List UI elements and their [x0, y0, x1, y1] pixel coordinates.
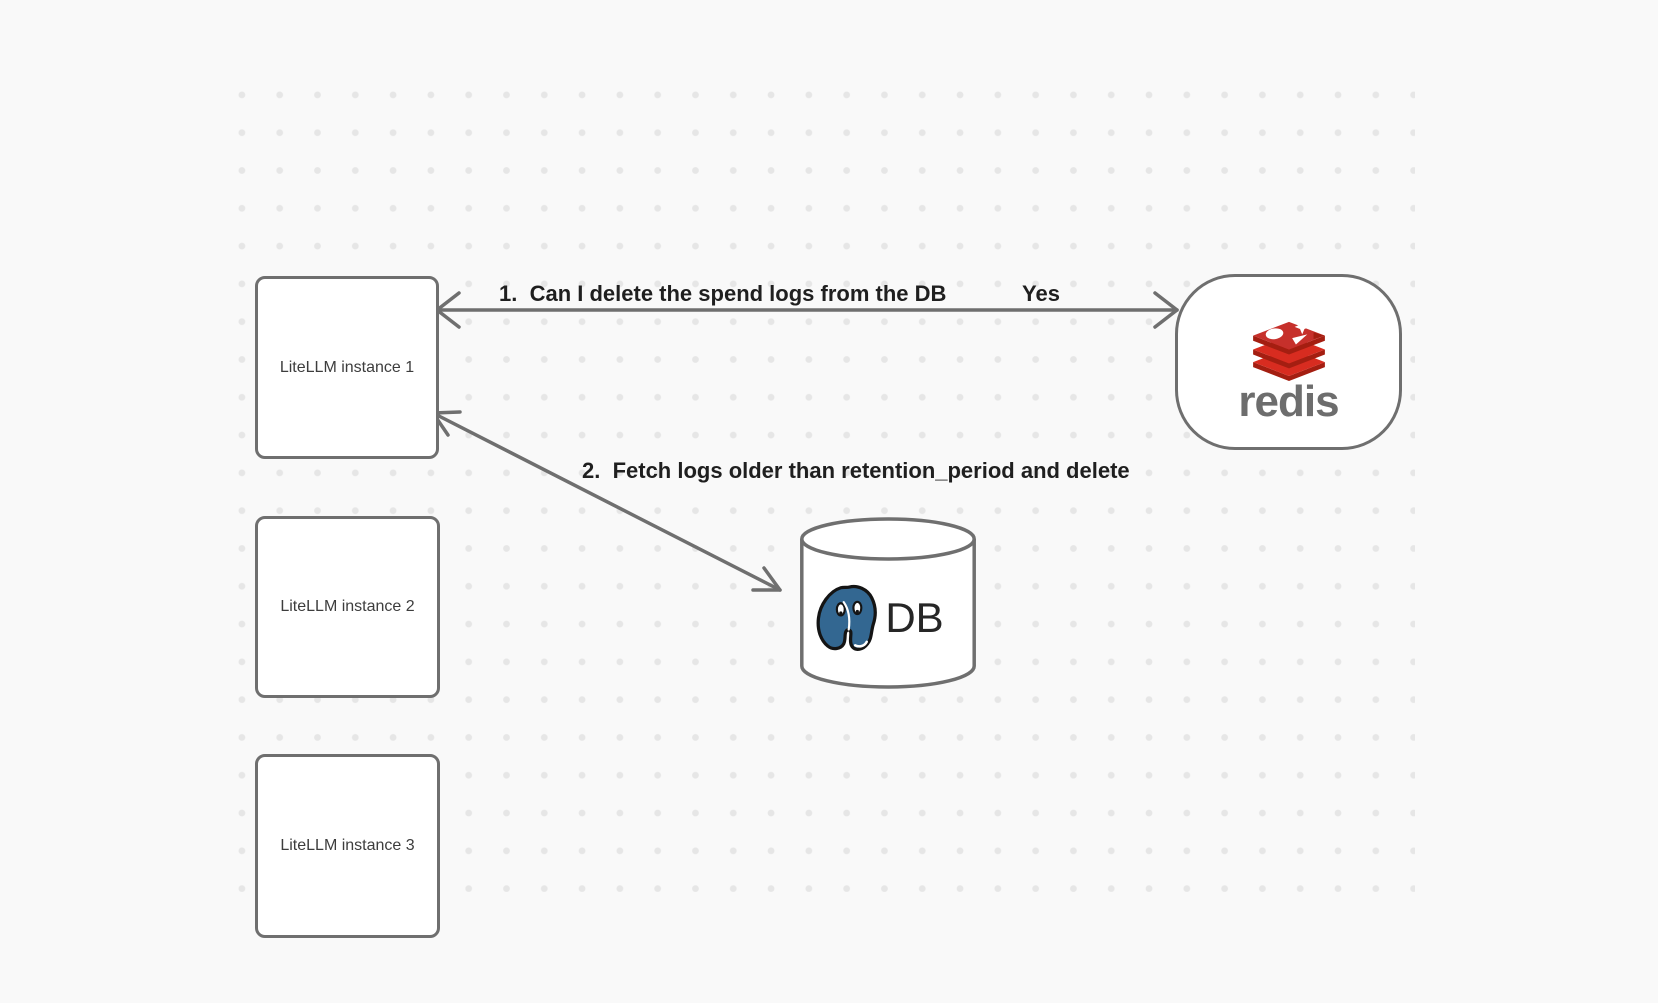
db-label: DB — [885, 594, 944, 641]
edge-label-step2: 2. Fetch logs older than retention_perio… — [582, 458, 1130, 483]
redis-logo-icon — [1252, 319, 1325, 381]
database-content: DB — [789, 582, 967, 654]
arrow-instance1-db — [431, 410, 782, 592]
node-database: DB — [799, 516, 977, 690]
arrowhead-right-icon — [1153, 291, 1179, 329]
node-litellm-instance-1: LiteLLM instance 1 — [255, 276, 439, 459]
node-redis: redis — [1175, 274, 1402, 450]
node-litellm-instance-3: LiteLLM instance 3 — [255, 754, 440, 938]
edge-label-yes: Yes — [1022, 281, 1060, 306]
arrowhead-lower-icon — [751, 566, 782, 592]
node-litellm-instance-2: LiteLLM instance 2 — [255, 516, 440, 698]
redis-wordmark: redis — [1238, 377, 1339, 426]
node-label: LiteLLM instance 1 — [279, 358, 415, 376]
node-label: LiteLLM instance 3 — [280, 837, 415, 855]
edge-label-step1: 1. Can I delete the spend logs from the … — [499, 281, 947, 306]
node-label: LiteLLM instance 2 — [280, 598, 415, 616]
cylinder-shape — [800, 517, 976, 689]
postgresql-elephant-icon — [816, 584, 878, 651]
